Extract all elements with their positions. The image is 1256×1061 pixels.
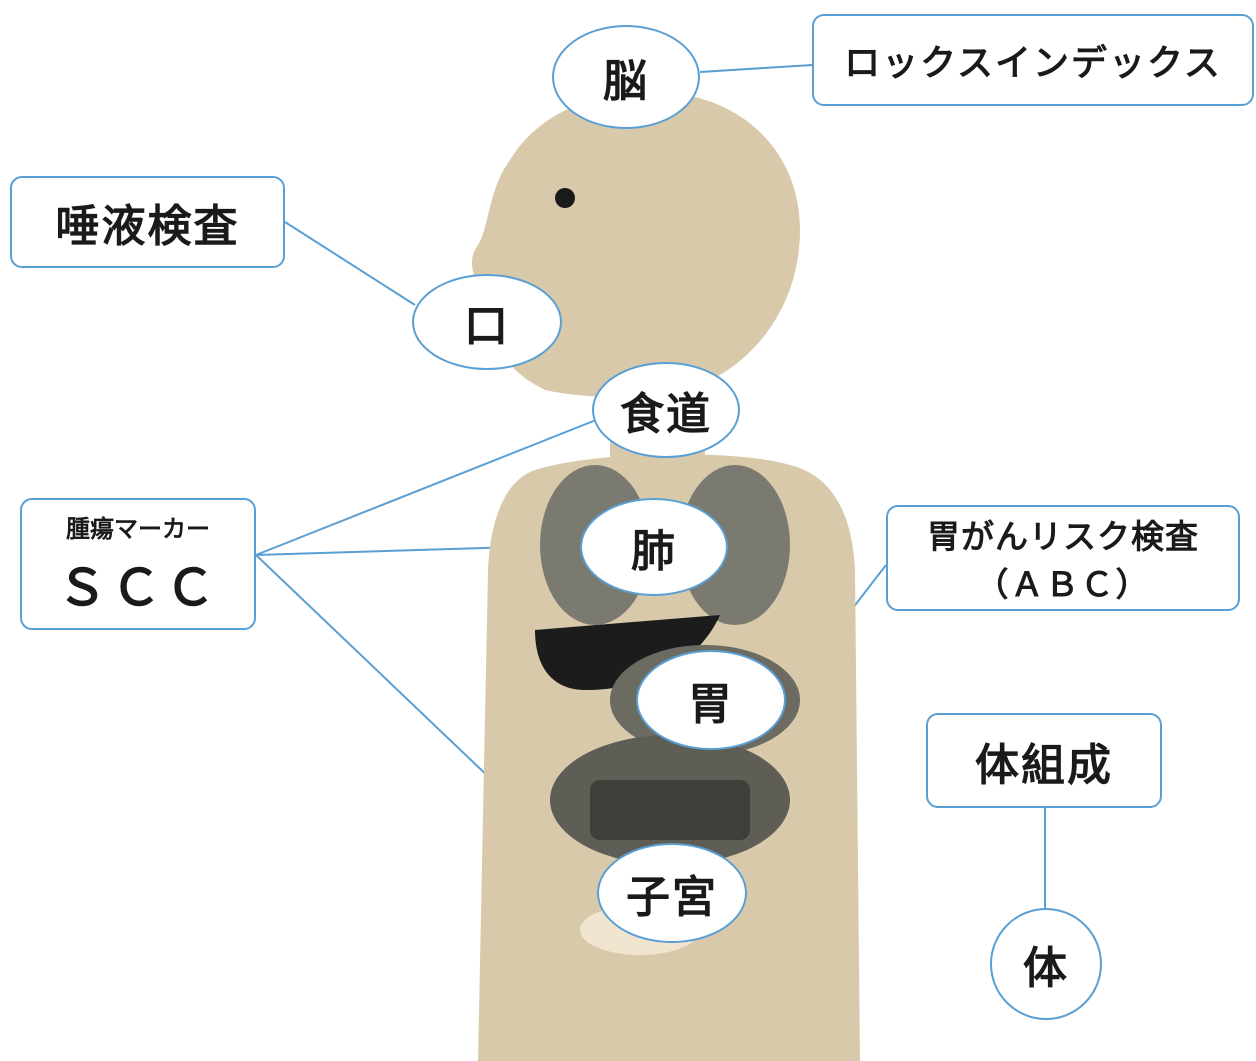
tumor-marker-label: 腫瘍マーカー <box>66 514 210 543</box>
line-esophagus <box>255 419 597 556</box>
uterus-label: 子宮 <box>626 872 718 923</box>
body-composition-box: 体組成 <box>926 713 1162 808</box>
lox-index-label: ロックスインデックス <box>844 43 1222 84</box>
eye <box>555 188 575 208</box>
lung-label: 肺 <box>631 526 677 577</box>
stomach-oval: 胃 <box>636 650 786 750</box>
scc-label: ＳＣＣ <box>57 558 219 617</box>
stomach-label: 胃 <box>688 679 734 730</box>
mouth-label: 口 <box>464 301 510 352</box>
esophagus-oval: 食道 <box>592 362 740 458</box>
liver <box>535 615 720 690</box>
brain-oval: 脳 <box>552 25 700 129</box>
line-brain <box>699 64 813 73</box>
uterus-oval: 子宮 <box>597 843 747 943</box>
gastric-risk-label: 胃がんリスク検査 <box>927 517 1199 556</box>
gastric-risk-box: 胃がんリスク検査 （ＡＢＣ） <box>886 505 1240 611</box>
line-mouth <box>284 221 416 306</box>
lox-index-box: ロックスインデックス <box>812 14 1254 106</box>
right-lung <box>680 465 790 625</box>
abc-label: （ＡＢＣ） <box>975 565 1151 604</box>
tumor-marker-box: 腫瘍マーカー ＳＣＣ <box>20 498 256 630</box>
saliva-test-box: 唾液検査 <box>10 176 285 268</box>
brain-label: 脳 <box>603 56 649 107</box>
saliva-test-label: 唾液検査 <box>55 201 240 252</box>
body-composition-label: 体組成 <box>975 739 1113 791</box>
colon <box>590 780 750 840</box>
mouth-oval: 口 <box>412 274 562 370</box>
body-label: 体 <box>1023 943 1069 994</box>
esophagus-label: 食道 <box>620 389 712 440</box>
body-oval: 体 <box>990 908 1102 1020</box>
lung-oval: 肺 <box>580 498 728 596</box>
